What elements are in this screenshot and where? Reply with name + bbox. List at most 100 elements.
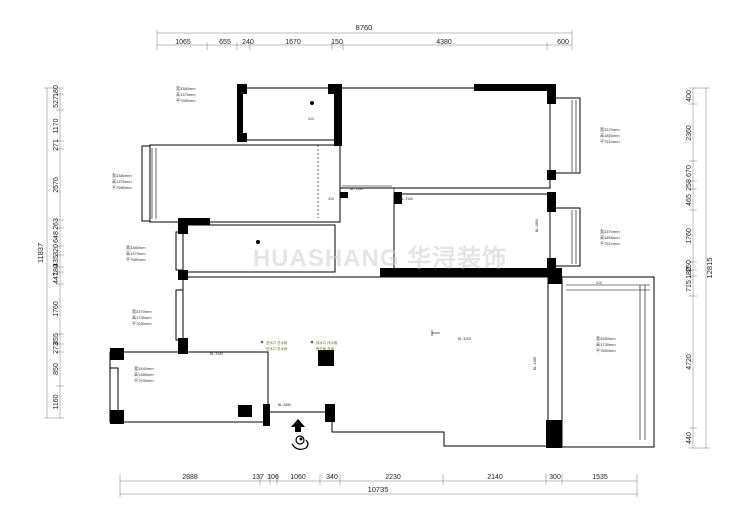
bottom-dim: 340 bbox=[326, 474, 338, 481]
beam-label: BL 2880 bbox=[278, 403, 291, 407]
bottom-dim: 137 bbox=[252, 474, 264, 481]
left-dim: 273 bbox=[53, 342, 60, 354]
top-dim: 600 bbox=[557, 39, 569, 46]
bottom-dim: 1535 bbox=[592, 474, 608, 481]
small-label: 310 bbox=[308, 117, 314, 121]
svg-text:高1735mm: 高1735mm bbox=[132, 314, 152, 320]
left-dim: 527 bbox=[53, 96, 60, 108]
watermark: HUASHANG 华浔装饰 bbox=[253, 244, 507, 272]
svg-text:平7630mm: 平7630mm bbox=[132, 321, 152, 326]
beam-label: BL 3180 bbox=[400, 197, 413, 201]
svg-text:平7510mm: 平7510mm bbox=[600, 139, 620, 144]
bottom-dim: 2230 bbox=[385, 474, 401, 481]
window-note: 宽3380mm 高1375mm 平7980mm bbox=[112, 172, 132, 190]
left-total-dim: 11837 bbox=[36, 243, 45, 263]
svg-text:宽2440mm: 宽2440mm bbox=[134, 365, 154, 371]
right-dim: 250 bbox=[686, 260, 693, 272]
beam-label: BL 3180 bbox=[210, 352, 223, 356]
person-icon bbox=[291, 435, 309, 450]
svg-text:高1855mm: 高1855mm bbox=[600, 132, 620, 138]
right-dim: 258 bbox=[686, 179, 693, 191]
svg-text:平7930mm: 平7930mm bbox=[134, 378, 154, 383]
right-dim: 1760 bbox=[686, 228, 693, 244]
svg-text:高1375mm: 高1375mm bbox=[126, 250, 146, 256]
left-dim: 2570 bbox=[53, 177, 60, 193]
bottom-dim: 1060 bbox=[290, 474, 306, 481]
left-dim: 1160 bbox=[53, 394, 60, 409]
right-dim: 670 bbox=[686, 165, 693, 177]
window-note: 宽3550mm 高1735mm 平7650mm bbox=[596, 335, 616, 353]
drain-icon bbox=[256, 240, 260, 244]
beam-labels: BL 3180 BL 3180 BL 2880 BL 3180 BL 3180 … bbox=[210, 187, 539, 407]
svg-text:高1855mm: 高1855mm bbox=[600, 234, 620, 240]
right-dim: 2360 bbox=[686, 125, 693, 141]
left-dim: 1170 bbox=[53, 118, 60, 133]
svg-text:平7650mm: 平7650mm bbox=[596, 348, 616, 353]
drain-icon bbox=[310, 101, 314, 105]
svg-text:平7980mm: 平7980mm bbox=[126, 257, 146, 262]
left-dim: 180 bbox=[53, 85, 60, 97]
beam-label: BL 3180 bbox=[350, 187, 363, 191]
top-dim: 240 bbox=[242, 39, 254, 46]
arrow-up-icon bbox=[291, 419, 305, 432]
window-note: 宽3380mm 高1375mm 平7980mm bbox=[176, 85, 196, 103]
svg-text:平7510mm: 平7510mm bbox=[600, 241, 620, 246]
top-dim: 4380 bbox=[436, 39, 452, 46]
left-dimension: 11837 180 527 1170 271 2570 263 648 320 … bbox=[36, 85, 64, 419]
bottom-dim: 300 bbox=[549, 474, 561, 481]
left-dim: 180 bbox=[53, 264, 60, 276]
left-dim: 447 bbox=[53, 272, 60, 284]
utility-note: 进水口 总水阀 bbox=[266, 346, 288, 351]
svg-text:平7980mm: 平7980mm bbox=[176, 98, 196, 103]
window-note: 宽2440mm 高1385mm 平7930mm bbox=[134, 365, 154, 383]
left-dim: 648 bbox=[53, 231, 60, 243]
svg-text:高1735mm: 高1735mm bbox=[596, 341, 616, 347]
right-dim: 715 bbox=[686, 280, 693, 292]
small-label: 310 bbox=[328, 197, 334, 201]
utility-note: 排水口 排水管 bbox=[316, 340, 338, 345]
window-note: 宽3370mm 高1735mm 平7630mm bbox=[132, 308, 152, 326]
svg-text:平7980mm: 平7980mm bbox=[112, 185, 132, 190]
right-dim: 400 bbox=[686, 90, 693, 102]
beam-label: BL 3200 bbox=[458, 337, 471, 341]
svg-text:宽3380mm: 宽3380mm bbox=[126, 244, 146, 250]
svg-text:宽3370mm: 宽3370mm bbox=[132, 308, 152, 314]
bottom-dimension: 2888 137 106 1060 340 2230 2140 300 1535… bbox=[119, 474, 638, 497]
right-dim: 4720 bbox=[686, 354, 693, 370]
top-total-dim: 8760 bbox=[356, 23, 373, 32]
left-dim: 355 bbox=[53, 333, 60, 345]
bottom-total-dim: 10735 bbox=[368, 485, 389, 494]
window-note: 宽3370mm 高1855mm 平7510mm bbox=[600, 228, 620, 246]
right-dim: 180 bbox=[686, 267, 693, 279]
utility-notes: 进水口 总水阀 进水口 总水阀 排水口 排水管 燃气管 总阀 bbox=[260, 340, 338, 351]
top-dim: 150 bbox=[331, 39, 343, 46]
utility-note: 进水口 总水阀 bbox=[266, 340, 288, 345]
left-dim: 435 bbox=[53, 255, 60, 267]
left-dim: 850 bbox=[53, 363, 60, 375]
top-dim: 1065 bbox=[175, 39, 191, 46]
small-label: 210 bbox=[596, 281, 602, 285]
left-dim: 263 bbox=[53, 218, 60, 230]
right-dimension: 400 2360 670 258 465 1760 250 180 715 47… bbox=[686, 87, 714, 449]
svg-text:高1385mm: 高1385mm bbox=[134, 371, 154, 377]
right-dim: 440 bbox=[686, 432, 693, 444]
top-dimension: 8760 1065 655 240 1670 150 4380 600 bbox=[156, 23, 573, 50]
beam-label: BL 2880 bbox=[535, 219, 539, 232]
svg-text:宽3550mm: 宽3550mm bbox=[596, 335, 616, 341]
svg-text:高1375mm: 高1375mm bbox=[112, 178, 132, 184]
svg-text:宽3380mm: 宽3380mm bbox=[112, 172, 132, 178]
small-labels: 310 310 210 bbox=[308, 117, 602, 285]
left-dim: 1760 bbox=[53, 301, 60, 317]
utility-note: 燃气管 总阀 bbox=[316, 346, 335, 351]
left-dim: 320 bbox=[53, 244, 60, 256]
window-note: 宽3370mm 高1855mm 平7510mm bbox=[600, 126, 620, 144]
right-dim: 465 bbox=[686, 194, 693, 206]
window-note: 宽3380mm 高1375mm 平7980mm bbox=[126, 244, 146, 262]
top-dim: 1670 bbox=[285, 39, 301, 46]
top-dim: 655 bbox=[219, 39, 231, 46]
left-dim: 271 bbox=[53, 139, 60, 151]
bottom-dim: 106 bbox=[267, 474, 279, 481]
svg-text:宽3370mm: 宽3370mm bbox=[600, 126, 620, 132]
structural-walls bbox=[110, 84, 562, 448]
